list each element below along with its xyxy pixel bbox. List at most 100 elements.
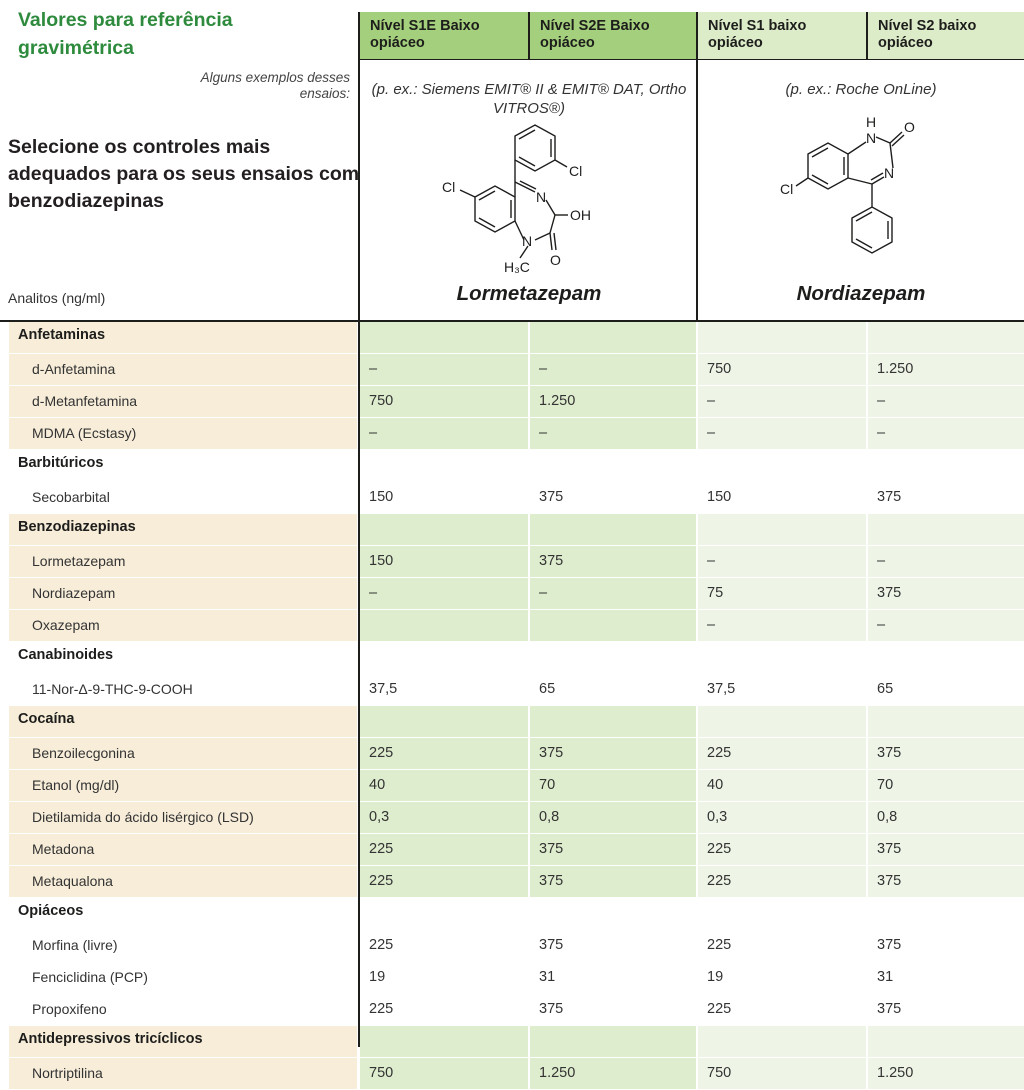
analyte-cell: Benzodiazepinas	[9, 514, 357, 545]
analyte-label: d-Anfetamina	[32, 361, 116, 377]
examples-label: Alguns exemplos desses ensaios:	[200, 70, 350, 101]
analyte-label: Metaqualona	[32, 873, 113, 889]
category-label: Antidepressivos tricíclicos	[18, 1031, 203, 1047]
value-cell: 0,3	[698, 802, 866, 833]
value-cell: 150	[360, 482, 528, 513]
analyte-cell: d-Metanfetamina	[9, 386, 357, 417]
analyte-cell: Nordiazepam	[9, 578, 357, 609]
value-cell: 150	[698, 482, 866, 513]
structure-atom: H₃C	[504, 259, 530, 275]
value-cell	[698, 706, 866, 737]
value-cell: 75	[698, 578, 866, 609]
value-cell: 40	[698, 770, 866, 801]
group-border-middle	[696, 12, 698, 320]
value-cell: 375	[530, 482, 696, 513]
value-cell: 375	[868, 866, 1024, 897]
analyte-label: Morfina (livre)	[32, 937, 118, 953]
value-cell: 19	[698, 962, 866, 993]
category-label: Benzodiazepinas	[18, 519, 136, 535]
value-cell: 225	[698, 834, 866, 865]
analyte-label: MDMA (Ecstasy)	[32, 425, 137, 441]
value-cell: 225	[698, 866, 866, 897]
value-cell	[530, 1026, 696, 1057]
structure-atom: N	[884, 165, 894, 181]
value-cell: 375	[868, 738, 1024, 769]
value-cell: 37,5	[360, 674, 528, 705]
analyte-cell: Opiáceos	[9, 898, 357, 929]
analyte-cell: Lormetazepam	[9, 546, 357, 577]
lormetazepam-structure: Cl Cl N OH N H₃C O	[442, 124, 591, 275]
value-cell	[868, 450, 1024, 481]
value-cell: 1.250	[530, 1058, 696, 1089]
value-cell	[360, 1026, 528, 1057]
header-bottom-line	[360, 59, 1024, 60]
value-cell	[698, 898, 866, 929]
group-border-left	[358, 12, 360, 1047]
value-cell: 70	[868, 770, 1024, 801]
value-cell	[698, 514, 866, 545]
value-cell	[360, 706, 528, 737]
analyte-cell: Metadona	[9, 834, 357, 865]
category-label: Barbitúricos	[18, 455, 104, 471]
value-cell: –	[360, 418, 528, 449]
category-label: Anfetaminas	[18, 327, 106, 343]
structure-atom: N	[522, 233, 532, 249]
value-cell	[698, 450, 866, 481]
value-cell: –	[530, 354, 696, 385]
value-cell: 19	[360, 962, 528, 993]
structure-atom: Cl	[780, 181, 793, 197]
value-cell: 65	[868, 674, 1024, 705]
value-cell	[530, 898, 696, 929]
analyte-cell: Anfetaminas	[9, 322, 357, 353]
value-cell: 0,8	[530, 802, 696, 833]
value-cell: 750	[360, 1058, 528, 1089]
value-cell	[868, 322, 1024, 353]
value-cell	[868, 706, 1024, 737]
value-cell	[698, 642, 866, 673]
table-row: MDMA (Ecstasy)––––	[0, 418, 1024, 450]
value-cell: 225	[360, 834, 528, 865]
value-cell: 0,8	[868, 802, 1024, 833]
value-cell: –	[868, 418, 1024, 449]
structure-atom: O	[904, 119, 915, 135]
page-subtitle: Selecione os controles mais adequados pa…	[8, 136, 360, 212]
page-title: Valores para referência gravimétrica	[18, 9, 233, 59]
analyte-cell: Fenciclidina (PCP)	[9, 962, 357, 993]
value-cell: 375	[530, 994, 696, 1025]
structure-atom: Cl	[569, 163, 582, 179]
value-cell	[360, 898, 528, 929]
category-row: Canabinoides	[0, 642, 1024, 674]
category-row: Cocaína	[0, 706, 1024, 738]
value-cell: –	[868, 386, 1024, 417]
category-label: Canabinoides	[18, 647, 114, 663]
analyte-cell: MDMA (Ecstasy)	[9, 418, 357, 449]
analyte-cell: 11-Nor-Δ-9-THC-9-COOH	[9, 674, 357, 705]
analyte-cell: Nortriptilina	[9, 1058, 357, 1089]
analyte-label: Nordiazepam	[32, 585, 116, 601]
value-cell: 225	[698, 738, 866, 769]
value-cell: 225	[360, 994, 528, 1025]
value-cell: –	[698, 546, 866, 577]
value-cell	[530, 450, 696, 481]
category-label: Cocaína	[18, 711, 75, 727]
value-cell: 37,5	[698, 674, 866, 705]
value-cell: 1.250	[530, 386, 696, 417]
value-cell	[530, 514, 696, 545]
analyte-label: Etanol (mg/dl)	[32, 777, 120, 793]
value-cell: –	[868, 546, 1024, 577]
value-cell: 375	[868, 994, 1024, 1025]
value-cell: –	[868, 610, 1024, 641]
value-cell	[868, 1026, 1024, 1057]
value-cell	[360, 322, 528, 353]
value-cell: 0,3	[360, 802, 528, 833]
category-label: Opiáceos	[18, 903, 84, 919]
analyte-label: Lormetazepam	[32, 553, 126, 569]
